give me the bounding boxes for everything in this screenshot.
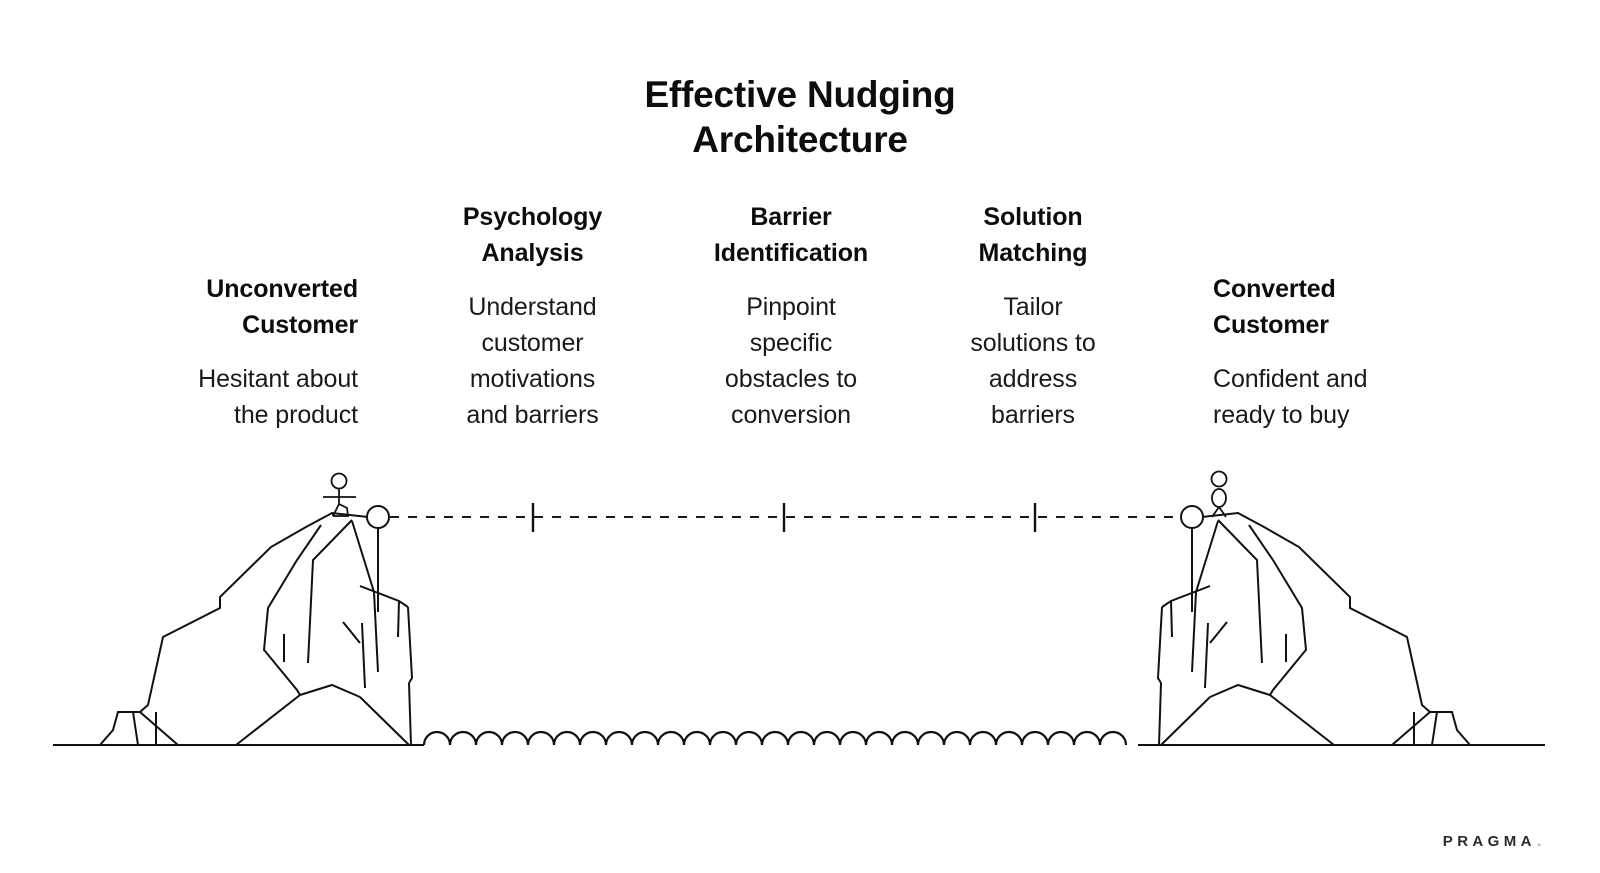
column-barrier-identification: Barrier Identification Pinpoint specific… xyxy=(675,200,907,433)
column-heading: Barrier Identification xyxy=(713,203,869,267)
column-heading: Unconverted Customer xyxy=(206,275,358,339)
page-title: Effective Nudging Architecture xyxy=(644,74,956,161)
column-body: Confident and ready to buy xyxy=(1213,365,1368,429)
pragma-logo: PRAGMA . xyxy=(1443,831,1546,851)
column-psychology-analysis: Psychology Analysis Understand customer … xyxy=(425,200,640,433)
converted-customer-iceberg xyxy=(1156,511,1471,746)
waterline xyxy=(53,730,1545,746)
column-body: Understand customer motivations and barr… xyxy=(466,293,599,429)
column-body: Hesitant about the product xyxy=(198,365,358,429)
waterline-wave-segment xyxy=(422,730,1128,746)
column-heading: Solution Matching xyxy=(978,203,1088,267)
column-body: Pinpoint specific obstacles to conversio… xyxy=(724,293,858,429)
column-converted-customer: Converted Customer Confident and ready t… xyxy=(1213,272,1463,433)
column-solution-matching: Solution Matching Tailor solutions to ad… xyxy=(930,200,1136,433)
columns-container: Unconverted Customer Hesitant about the … xyxy=(110,200,1463,433)
connector-node-end xyxy=(1180,505,1204,529)
column-unconverted-customer: Unconverted Customer Hesitant about the … xyxy=(110,272,358,433)
stick-figure-climber-left xyxy=(323,472,356,517)
connector-node-start xyxy=(366,505,390,529)
pragma-logo-dot: . xyxy=(1536,831,1546,850)
stick-figure-climber-right xyxy=(1210,470,1228,518)
unconverted-customer-iceberg xyxy=(99,511,414,746)
column-body: Tailor solutions to address barriers xyxy=(970,293,1096,429)
journey-connector xyxy=(366,503,1204,532)
column-heading: Psychology Analysis xyxy=(462,203,603,267)
column-heading: Converted Customer xyxy=(1213,275,1336,339)
pragma-logo-text: PRAGMA xyxy=(1442,833,1536,850)
